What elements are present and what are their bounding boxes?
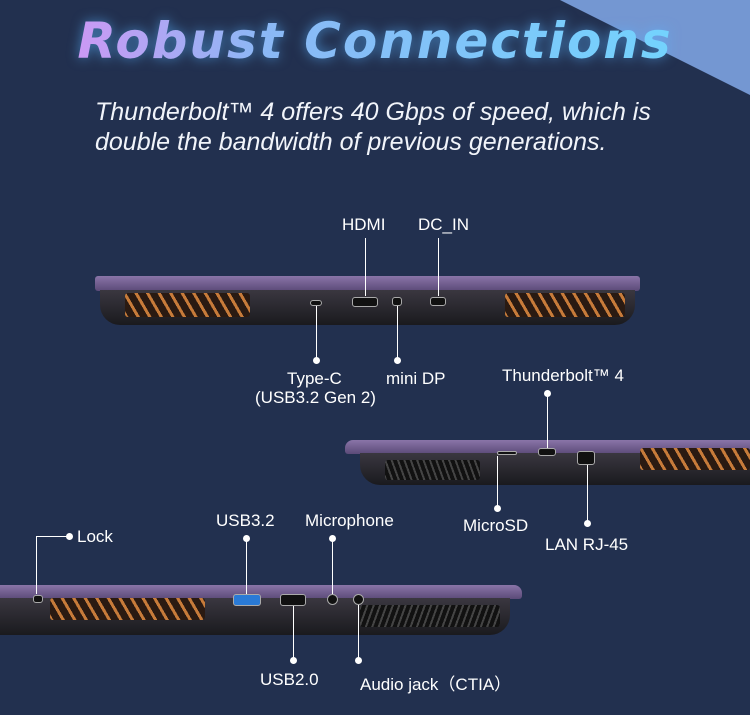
vent	[360, 605, 500, 627]
page-title: Robust Connections	[0, 12, 750, 70]
leader-line	[293, 606, 294, 660]
label-audio-jack: Audio jack（CTIA）	[360, 675, 512, 694]
label-usb32: USB3.2	[216, 511, 275, 530]
leader-dot	[394, 357, 401, 364]
label-lock: Lock	[77, 527, 113, 546]
label-thunderbolt: Thunderbolt™ 4	[502, 366, 624, 385]
corner-decoration	[560, 0, 750, 95]
label-microsd: MicroSD	[463, 516, 529, 535]
lock-slot	[33, 595, 43, 603]
leader-line	[438, 238, 439, 296]
leader-dot	[355, 657, 362, 664]
label-dc-in: DC_IN	[418, 215, 470, 234]
leader-line	[497, 456, 498, 508]
label-microphone: Microphone	[305, 511, 394, 530]
leader-line	[587, 465, 588, 523]
label-type-c: Type-C	[287, 369, 342, 388]
subtitle-line-1: Thunderbolt™ 4 offers 40 Gbps of speed, …	[95, 98, 651, 126]
vent	[505, 293, 625, 317]
leader-line	[316, 306, 317, 360]
laptop-lid	[95, 276, 640, 291]
leader-dot	[290, 657, 297, 664]
label-hdmi: HDMI	[342, 215, 386, 234]
leader-dot	[584, 520, 591, 527]
leader-dot	[313, 357, 320, 364]
microphone-jack	[327, 594, 338, 605]
hdmi-port	[352, 297, 378, 307]
label-mini-dp: mini DP	[386, 369, 446, 388]
leader-dot	[494, 505, 501, 512]
label-usb20: USB2.0	[260, 670, 319, 689]
thunderbolt-port	[538, 448, 556, 456]
leader-line	[246, 538, 247, 594]
label-type-c-spec: (USB3.2 Gen 2)	[255, 388, 376, 407]
microsd-slot	[497, 451, 517, 455]
vent	[385, 460, 480, 480]
usb32-port	[233, 594, 261, 606]
laptop-lid	[0, 585, 522, 599]
leader-dot	[66, 533, 73, 540]
leader-line	[358, 605, 359, 660]
type-c-port	[310, 300, 322, 306]
leader-line	[36, 536, 68, 537]
usb20-port	[280, 594, 306, 606]
leader-line	[547, 393, 548, 448]
leader-line	[332, 538, 333, 594]
vent	[50, 598, 205, 620]
vent	[125, 293, 250, 317]
lan-port	[577, 451, 595, 465]
leader-line	[365, 238, 366, 296]
leader-line	[36, 536, 37, 594]
dc-in-port	[430, 297, 446, 306]
audio-jack	[353, 594, 364, 605]
subtitle-line-2: double the bandwidth of previous generat…	[95, 128, 607, 156]
vent	[640, 448, 750, 470]
label-lan: LAN RJ-45	[545, 535, 629, 554]
leader-line	[397, 306, 398, 360]
mini-dp-port	[392, 297, 402, 306]
